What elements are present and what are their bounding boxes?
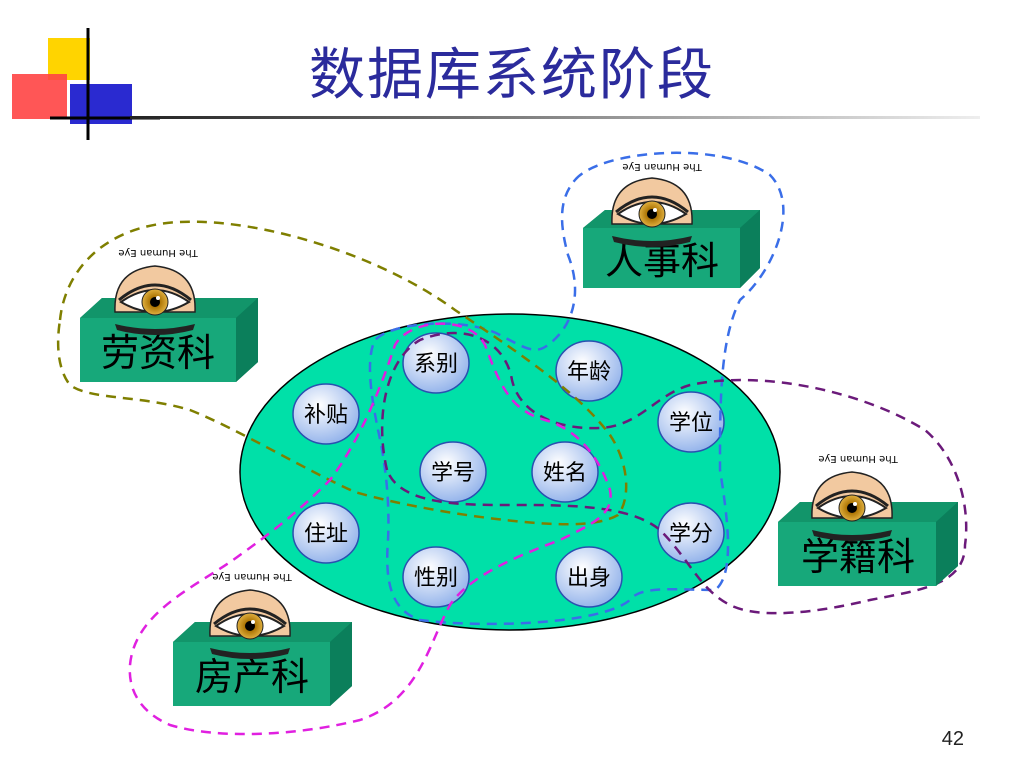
- eye-caption: The Human Eye: [212, 571, 292, 582]
- field-node-xingbie: 性别: [402, 546, 470, 608]
- xueji-outline: [380, 331, 968, 615]
- field-node-xuefen: 学分: [657, 502, 725, 564]
- field-label: 系别: [414, 352, 458, 377]
- department-fangchan: 房产科: [173, 622, 352, 706]
- eye-caption: The Human Eye: [818, 453, 898, 464]
- field-label: 年龄: [567, 360, 611, 385]
- department-label: 房产科: [195, 655, 309, 699]
- field-node-xibie: 系别: [402, 332, 470, 394]
- eye-caption: The Human Eye: [118, 247, 198, 258]
- field-label: 姓名: [543, 461, 587, 486]
- field-label: 学位: [669, 411, 713, 436]
- field-label: 学分: [669, 522, 713, 547]
- field-label: 出身: [567, 566, 611, 591]
- database-ellipse: [239, 313, 781, 631]
- field-node-xuewei: 学位: [657, 391, 725, 453]
- field-label: 补贴: [304, 403, 348, 428]
- page-title: 数据库系统阶段: [309, 43, 715, 108]
- eye-caption: The Human Eye: [622, 161, 702, 172]
- field-node-nianling: 年龄: [555, 340, 623, 402]
- field-node-chushen: 出身: [555, 546, 623, 608]
- laozi-outline: [56, 220, 628, 526]
- title-underline: [130, 116, 980, 119]
- department-xueji: 学籍科: [778, 502, 958, 586]
- department-label: 学籍科: [801, 535, 915, 579]
- logo-squares-icon: [12, 28, 160, 140]
- field-label: 性别: [414, 566, 458, 591]
- fangchan-outline: [128, 322, 612, 736]
- field-node-xingming: 姓名: [531, 441, 599, 503]
- renshi-outline: [368, 151, 785, 626]
- field-label: 住址: [304, 522, 348, 547]
- field-label: 学号: [431, 461, 475, 486]
- field-node-xuehao: 学号: [419, 441, 487, 503]
- page-number: 42: [941, 728, 964, 750]
- field-node-butie: 补贴: [292, 383, 360, 445]
- field-node-zhuzhi: 住址: [292, 502, 360, 564]
- department-label: 劳资科: [101, 331, 215, 375]
